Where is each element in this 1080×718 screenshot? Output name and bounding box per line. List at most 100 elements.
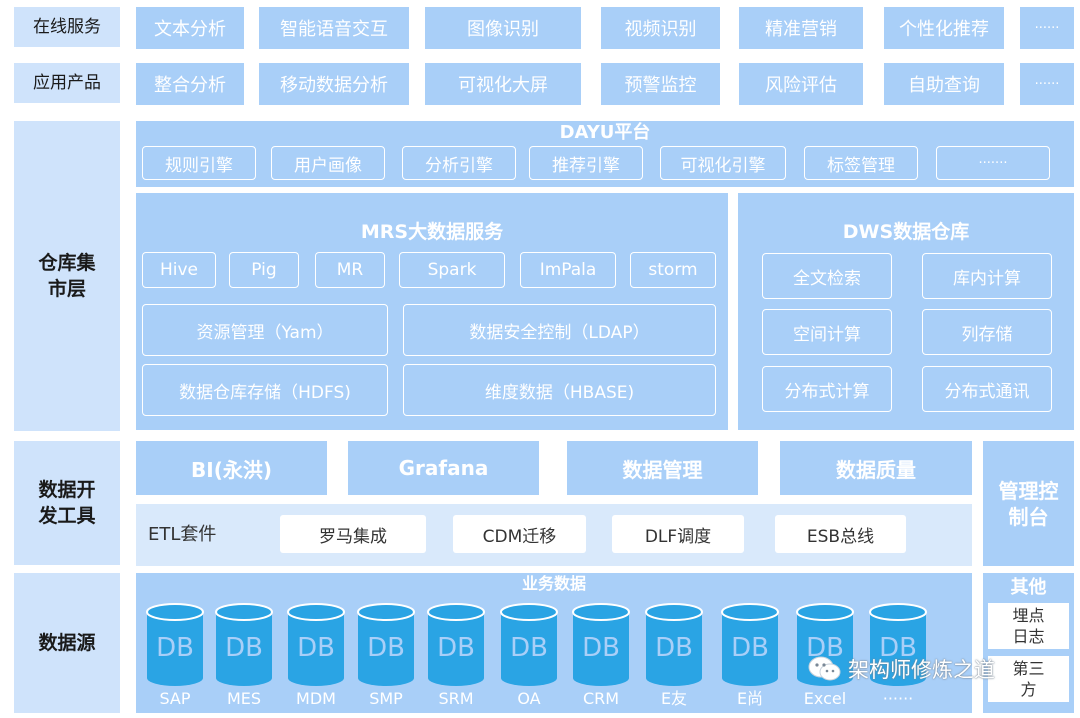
- watermark-text: 架构师修炼之道: [848, 658, 995, 682]
- database-db-text: DB: [437, 633, 475, 663]
- online-service-chip: 智能语音交互: [259, 7, 409, 49]
- database-top: [645, 603, 703, 621]
- row-label-dev-tools-text: 数据开发工具: [38, 479, 96, 527]
- online-service-chip: 文本分析: [136, 7, 244, 49]
- dws-item: 列存储: [922, 309, 1052, 355]
- database-db-text: DB: [225, 633, 263, 663]
- dws-title: DWS数据仓库: [842, 221, 970, 243]
- dws-item: 库内计算: [922, 253, 1052, 299]
- database-label: SRM: [438, 689, 474, 708]
- mrs-module: 数据仓库存储（HDFS): [142, 364, 388, 416]
- database-icon: DB: [572, 603, 630, 686]
- database-top: [869, 603, 927, 621]
- online-service-chip: 图像识别: [425, 7, 581, 49]
- database-db-text: DB: [156, 633, 194, 663]
- dws-item: 分布式计算: [762, 366, 892, 412]
- online-service-more: ······: [1020, 7, 1074, 49]
- database-top: [215, 603, 273, 621]
- database-body: [646, 612, 702, 686]
- database-label: E友: [660, 689, 688, 708]
- database-item: DB E友: [634, 596, 714, 713]
- database-top: [427, 603, 485, 621]
- database-body: [288, 612, 344, 686]
- wechat-icon: [808, 656, 841, 681]
- database-icon: DB: [427, 603, 485, 686]
- online-service-chip: 精准营销: [739, 7, 863, 49]
- database-body: [501, 612, 557, 686]
- application-chip: 自助查询: [884, 63, 1004, 105]
- mrs-module: 维度数据（HBASE): [403, 364, 716, 416]
- mrs-engine: Hive: [142, 252, 216, 288]
- database-top: [357, 603, 415, 621]
- database-db-text: DB: [297, 633, 335, 663]
- dayu-item: 标签管理: [804, 146, 918, 180]
- database-top: [500, 603, 558, 621]
- etl-item: CDM迁移: [453, 515, 586, 553]
- row-label-data-source: 数据源: [14, 573, 120, 713]
- database-top: [796, 603, 854, 621]
- database-db-text: DB: [510, 633, 548, 663]
- dayu-item: 推荐引擎: [529, 146, 643, 180]
- database-icon: DB: [869, 603, 927, 686]
- database-label: ······: [882, 689, 914, 708]
- mrs-panel: [136, 193, 728, 430]
- dev-tool-chip: 数据质量: [780, 441, 972, 495]
- mrs-engine: Pig: [229, 252, 299, 288]
- dev-tool-chip: Grafana: [348, 441, 539, 495]
- dayu-item: 规则引擎: [142, 146, 256, 180]
- row-label-dev-tools: 数据开发工具: [14, 441, 120, 565]
- database-top: [572, 603, 630, 621]
- etl-item: DLF调度: [612, 515, 744, 553]
- database-item: DB SRM: [416, 596, 496, 713]
- database-icon: DB: [500, 603, 558, 686]
- database-icon: DB: [645, 603, 703, 686]
- database-top: [287, 603, 345, 621]
- other-item-label: 埋点日志: [1012, 606, 1045, 646]
- business-data-title: 业务数据: [521, 574, 586, 593]
- database-icon: DB: [721, 603, 779, 686]
- database-label: SMP: [369, 689, 403, 708]
- dws-item: 空间计算: [762, 309, 892, 355]
- other-item-label: 第三方: [1012, 659, 1045, 699]
- management-console: 管理控制台: [983, 441, 1074, 566]
- dws-item: 全文检索: [762, 253, 892, 299]
- database-label: SAP: [159, 689, 191, 708]
- mrs-title: MRS大数据服务: [360, 221, 504, 243]
- database-item: DB OA: [489, 596, 569, 713]
- database-db-text: DB: [367, 633, 405, 663]
- online-service-chip: 个性化推荐: [884, 7, 1004, 49]
- database-label: E尚: [736, 689, 764, 708]
- database-body: [216, 612, 272, 686]
- dayu-item-more: ·······: [936, 146, 1050, 180]
- mrs-engine: storm: [630, 252, 716, 288]
- etl-item: ESB总线: [775, 515, 906, 553]
- other-title: 其他: [1010, 577, 1047, 598]
- mrs-module: 数据安全控制（LDAP）: [403, 304, 716, 356]
- database-item: DB E尚: [710, 596, 790, 713]
- application-chip: 预警监控: [601, 63, 720, 105]
- database-label: MES: [226, 689, 262, 708]
- database-body: [428, 612, 484, 686]
- database-icon: DB: [357, 603, 415, 686]
- database-label: OA: [517, 689, 541, 708]
- database-db-text: DB: [582, 633, 620, 663]
- database-label: Excel: [803, 689, 847, 708]
- database-body: [870, 612, 926, 686]
- database-icon: DB: [146, 603, 204, 686]
- mrs-module: 资源管理（Yam）: [142, 304, 388, 356]
- database-top: [721, 603, 779, 621]
- mrs-engine: Spark: [399, 252, 505, 288]
- database-item: DB CRM: [561, 596, 641, 713]
- database-top: [146, 603, 204, 621]
- watermark: 架构师修炼之道: [808, 652, 1058, 686]
- database-db-text: DB: [879, 633, 917, 663]
- database-body: [573, 612, 629, 686]
- dws-item: 分布式通讯: [922, 366, 1052, 412]
- dayu-item: 用户画像: [271, 146, 385, 180]
- database-label: CRM: [582, 689, 620, 708]
- online-service-chip: 视频识别: [601, 7, 720, 49]
- dayu-item: 分析引擎: [402, 146, 516, 180]
- dayu-platform-title: DAYU平台: [559, 122, 651, 143]
- database-item: DB MES: [204, 596, 284, 713]
- dws-panel: [738, 193, 1074, 430]
